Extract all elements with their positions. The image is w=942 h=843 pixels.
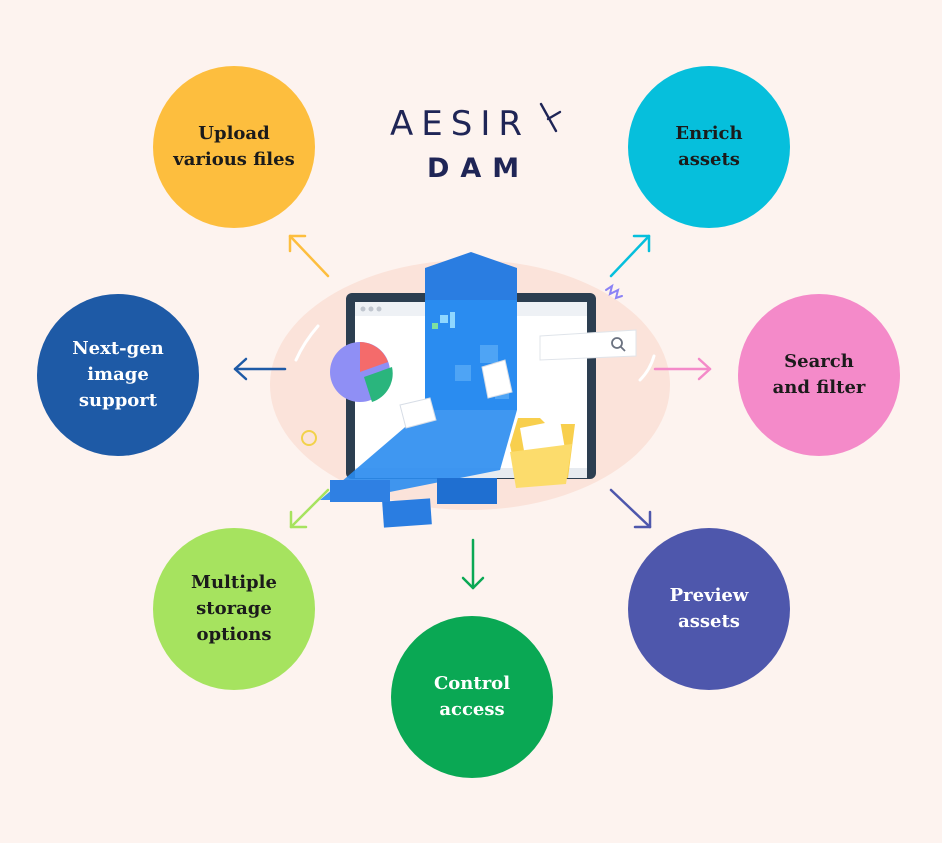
arrow-search	[653, 357, 712, 381]
arrow-nextgen	[233, 357, 287, 381]
feature-search-label: Search and filter	[772, 351, 866, 398]
feature-search: Search and filter	[738, 294, 900, 456]
paper-icon	[399, 359, 513, 429]
feature-storage-label: Multiple storage options	[191, 572, 277, 645]
upload-flow-icon	[320, 252, 517, 528]
feature-access-label: Control access	[433, 673, 511, 720]
folder-icon	[510, 418, 575, 488]
feature-upload-label: Upload various files	[173, 123, 295, 170]
feature-nextgen-label: Next-gen image support	[72, 338, 164, 411]
arrow-enrich	[609, 234, 651, 278]
search-bar-icon	[539, 329, 637, 361]
brand-product: DAM	[427, 153, 531, 184]
feature-nextgen: Next-gen image support	[37, 294, 199, 456]
pie-chart-icon	[330, 342, 393, 402]
feature-enrich-label: Enrich assets	[675, 123, 743, 170]
arrow-storage	[289, 488, 330, 529]
feature-storage: Multiple storage options	[153, 528, 315, 690]
arrow-access	[461, 538, 485, 590]
arrow-upload	[288, 234, 330, 278]
feature-preview: Preview assets	[628, 528, 790, 690]
feature-preview-label: Preview assets	[669, 585, 749, 632]
decoration-icon	[294, 283, 656, 446]
feature-enrich: Enrich assets	[628, 66, 790, 228]
feature-upload: Upload various files	[153, 66, 315, 228]
arrow-preview	[609, 488, 652, 529]
feature-access: Control access	[391, 616, 553, 778]
brand-logo: AESIR	[390, 104, 530, 144]
